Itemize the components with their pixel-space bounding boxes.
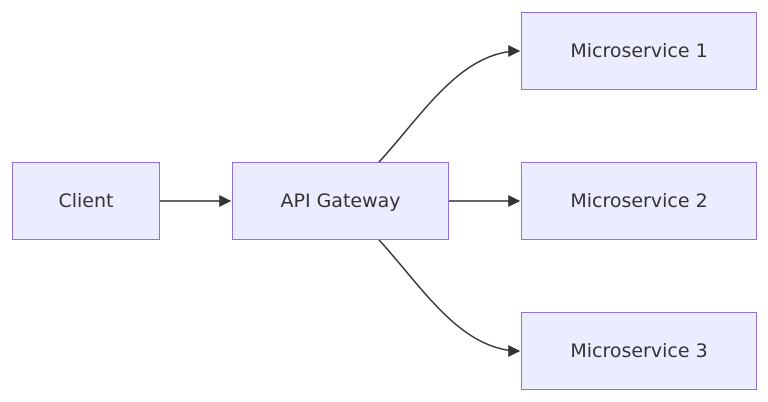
node-api-gateway[interactable]: API Gateway xyxy=(232,162,449,240)
node-microservice-1-label: Microservice 1 xyxy=(570,40,708,62)
edge-gateway-ms1 xyxy=(378,45,521,163)
node-client[interactable]: Client xyxy=(12,162,160,240)
node-microservice-3[interactable]: Microservice 3 xyxy=(521,312,757,390)
node-microservice-1[interactable]: Microservice 1 xyxy=(521,12,757,90)
node-microservice-2[interactable]: Microservice 2 xyxy=(521,162,757,240)
node-client-label: Client xyxy=(58,190,114,212)
node-microservice-2-label: Microservice 2 xyxy=(570,190,708,212)
edge-gateway-ms3 xyxy=(378,239,521,357)
node-microservice-3-label: Microservice 3 xyxy=(570,340,708,362)
node-api-gateway-label: API Gateway xyxy=(280,190,401,212)
